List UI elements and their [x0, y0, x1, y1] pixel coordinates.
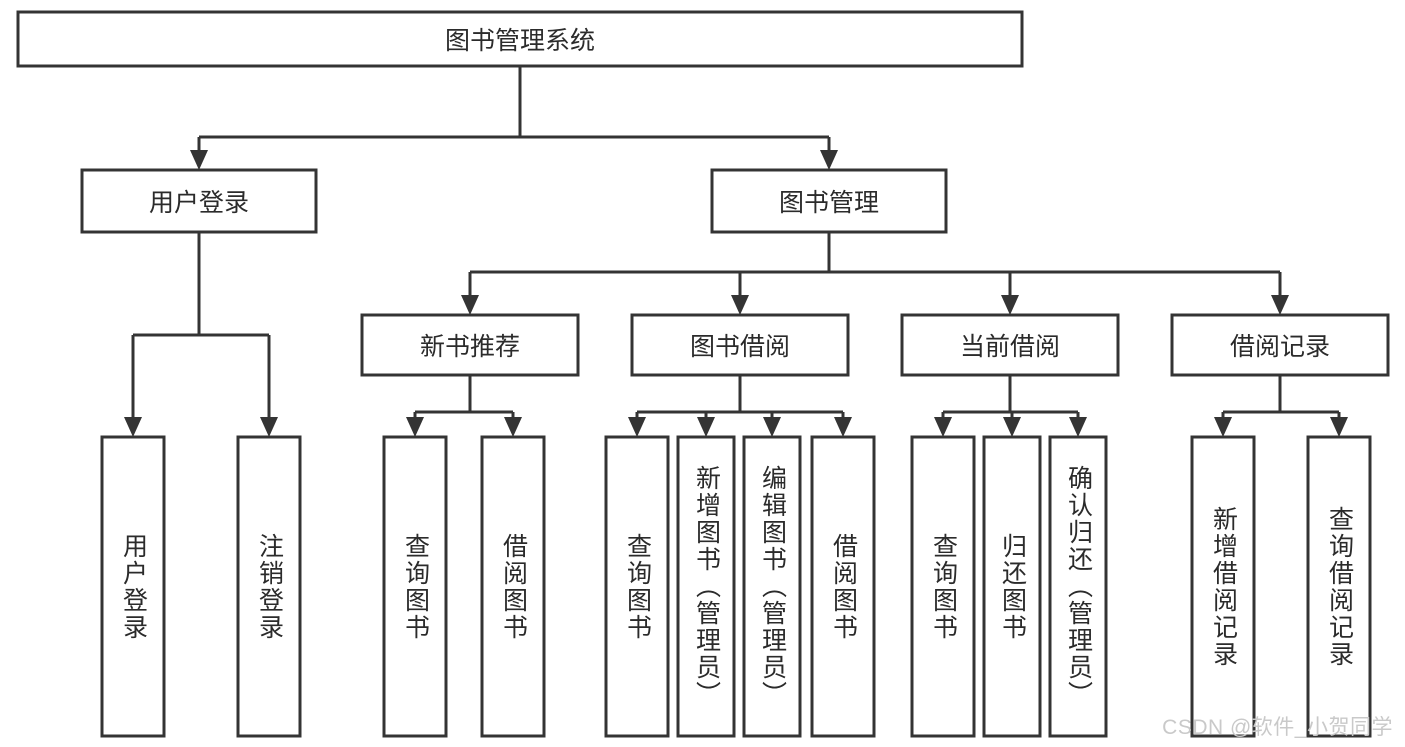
- node-root[interactable]: [16, 10, 1024, 68]
- node-leaf-5[interactable]: [676, 435, 736, 738]
- arrow-head-icon: [763, 417, 781, 437]
- arrow-head-icon: [1214, 417, 1232, 437]
- node-level3-2[interactable]: [900, 313, 1120, 377]
- arrow-head-icon: [1003, 417, 1021, 437]
- node-leaf-4[interactable]: [604, 435, 670, 738]
- arrow-head-icon: [934, 417, 952, 437]
- arrow-head-icon: [461, 295, 479, 315]
- arrow-head-icon: [628, 417, 646, 437]
- node-leaf-12[interactable]: [1306, 435, 1372, 738]
- node-leaf-0[interactable]: [100, 435, 166, 738]
- arrow-head-icon: [124, 417, 142, 437]
- node-leaf-7[interactable]: [810, 435, 876, 738]
- node-leaf-6[interactable]: [742, 435, 802, 738]
- node-level2-1[interactable]: [710, 168, 948, 234]
- arrow-head-icon: [834, 417, 852, 437]
- node-level3-3[interactable]: [1170, 313, 1390, 377]
- arrow-head-icon: [697, 417, 715, 437]
- node-leaf-8[interactable]: [910, 435, 976, 738]
- boxes-layer: [16, 10, 1390, 738]
- node-level2-0[interactable]: [80, 168, 318, 234]
- arrow-head-icon: [820, 150, 838, 170]
- node-leaf-2[interactable]: [382, 435, 448, 738]
- arrow-head-icon: [731, 295, 749, 315]
- arrow-head-icon: [1330, 417, 1348, 437]
- arrow-head-icon: [1271, 295, 1289, 315]
- node-leaf-1[interactable]: [236, 435, 302, 738]
- arrow-head-icon: [190, 150, 208, 170]
- node-leaf-3[interactable]: [480, 435, 546, 738]
- node-leaf-9[interactable]: [982, 435, 1042, 738]
- node-leaf-10[interactable]: [1048, 435, 1108, 738]
- arrow-head-icon: [1069, 417, 1087, 437]
- node-leaf-11[interactable]: [1190, 435, 1256, 738]
- node-level3-0[interactable]: [360, 313, 580, 377]
- arrow-head-icon: [260, 417, 278, 437]
- arrow-head-icon: [406, 417, 424, 437]
- arrow-head-icon: [504, 417, 522, 437]
- arrow-head-icon: [1001, 295, 1019, 315]
- node-level3-1[interactable]: [630, 313, 850, 377]
- connectors-layer: [124, 66, 1348, 437]
